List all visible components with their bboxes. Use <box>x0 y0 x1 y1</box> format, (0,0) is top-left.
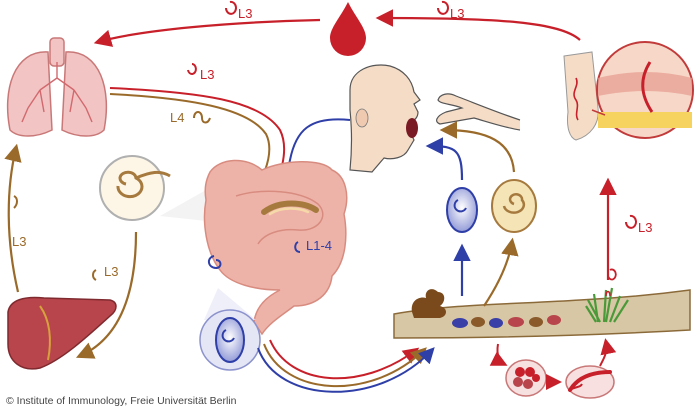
grass-larva-icon <box>607 268 617 281</box>
gut-l1-4-label: L1-4 <box>294 238 332 253</box>
lung-l3-label: L3 <box>187 63 214 82</box>
svg-text:L3: L3 <box>638 220 652 235</box>
gut-to-soil-red-route <box>269 339 420 380</box>
gut-to-soil-blue-route <box>257 347 435 393</box>
blue-egg-icon <box>446 187 478 233</box>
soil-l3-label: L3 <box>625 214 652 235</box>
egg-to-mouth-blue-arrow-upper <box>425 137 464 181</box>
svg-text:L3: L3 <box>450 6 464 21</box>
svg-text:L3: L3 <box>12 234 26 249</box>
lungs-icon <box>6 37 108 137</box>
egg-zoom <box>199 288 261 371</box>
copyright-credit: © Institute of Immunology, Freie Univers… <box>6 395 237 407</box>
liver-to-lung-arrow <box>4 143 22 293</box>
egg-to-mouth-brown-arrow-upper <box>439 121 516 173</box>
left-l3-upper-label: L3 <box>12 195 26 249</box>
blood-drop-icon <box>330 2 366 56</box>
left-l3-lower-label: L3 <box>92 264 118 281</box>
svg-text:L4: L4 <box>170 110 184 125</box>
soil-strip <box>393 289 691 339</box>
feces-icon <box>411 289 446 318</box>
lung-l4-label: L4 <box>170 110 211 125</box>
svg-text:L3: L3 <box>104 264 118 279</box>
soil-down-red-arrow <box>489 343 508 366</box>
svg-text:L1-4: L1-4 <box>306 238 332 253</box>
skin-l3-label: L3 <box>437 0 464 21</box>
larva-up-red-arrow <box>599 338 617 367</box>
rhabditiform-larva-icon <box>565 365 615 399</box>
intestine-icon <box>203 159 348 336</box>
larvated-egg-zoom <box>99 155 216 222</box>
skin-to-blood-arrow <box>375 9 581 41</box>
human-head-icon <box>349 64 421 173</box>
svg-text:L3: L3 <box>200 67 214 82</box>
foot-skin-icon <box>563 41 694 141</box>
egg-to-mouth-brown-arrow <box>483 237 519 307</box>
brown-egg-icon <box>491 179 537 233</box>
liver-icon <box>7 296 117 370</box>
blood-l3-label: L3 <box>225 0 252 21</box>
hand-icon <box>436 93 521 131</box>
svg-text:L3: L3 <box>238 6 252 21</box>
gut-to-soil-brown-route <box>263 343 427 388</box>
grass-icon <box>585 287 629 323</box>
blood-to-lung-arrow <box>93 18 321 47</box>
morula-egg-icon <box>505 359 547 397</box>
gut-to-liver-arrow <box>75 231 138 359</box>
